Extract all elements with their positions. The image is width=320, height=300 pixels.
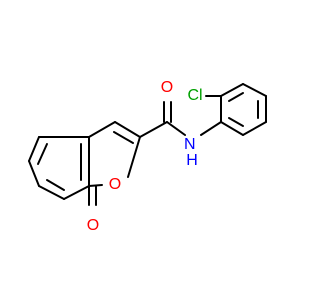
ring-oxygen-label: O bbox=[109, 176, 121, 193]
bond-aryl-5 bbox=[242, 121, 267, 136]
bond-c2-c3 bbox=[28, 160, 40, 187]
bond-c1-c2 bbox=[28, 136, 40, 162]
bond-pyran-1 bbox=[88, 121, 116, 138]
bond-to-amide-carbon bbox=[139, 121, 168, 138]
bond-pyran-2 bbox=[114, 121, 141, 138]
bond-pyran-3 bbox=[127, 136, 141, 178]
bond-amide-to-n bbox=[166, 121, 186, 136]
bond-c4-c5 bbox=[63, 185, 90, 200]
bond-aryl-6 bbox=[220, 121, 244, 136]
bond-n-to-aryl bbox=[200, 121, 222, 136]
bond-benzene-inner-2 bbox=[46, 179, 65, 191]
nitrogen-label: N H bbox=[184, 136, 200, 169]
molecule-structure: Cl O O O N H bbox=[28, 79, 267, 234]
nitrogen-letter: N bbox=[184, 136, 196, 153]
bond-pyran-inner bbox=[113, 131, 134, 144]
structure-canvas: Cl O O O N H bbox=[28, 79, 267, 235]
bond-aryl-inner-3 bbox=[228, 117, 244, 127]
chlorine-label: Cl bbox=[187, 87, 202, 104]
bond-aryl-2 bbox=[220, 83, 244, 97]
lactone-oxygen-label: O bbox=[87, 217, 99, 234]
bond-benzene-inner-1 bbox=[37, 143, 48, 165]
bond-c3-c4 bbox=[38, 185, 65, 200]
bond-aryl-3 bbox=[242, 83, 267, 97]
hydrogen-letter: H bbox=[186, 152, 198, 169]
amide-oxygen-label: O bbox=[161, 79, 173, 96]
bond-aryl-inner-1 bbox=[228, 92, 244, 102]
